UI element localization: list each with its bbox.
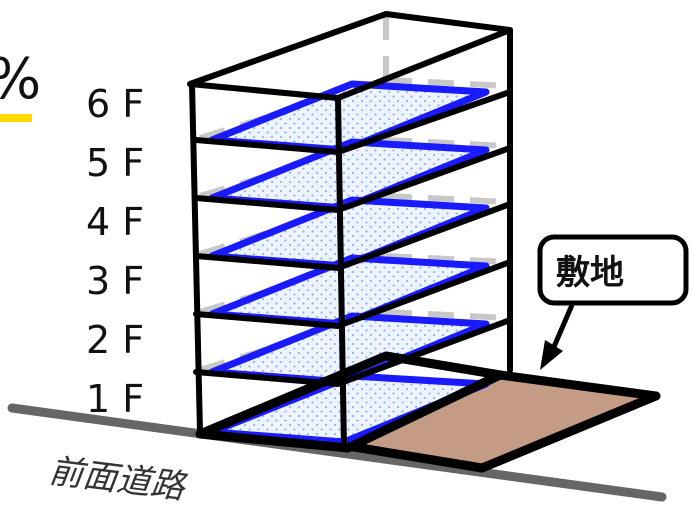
floor-labels: 6 F 5 F 4 F 3 F 2 F 1 F — [86, 82, 144, 421]
percent-text: % — [0, 47, 41, 112]
floor-label-6f: 6 F — [86, 82, 144, 126]
site-callout: 敷地 — [537, 234, 689, 370]
site-callout-box — [537, 234, 689, 306]
site-callout-text: 敷地 — [556, 253, 624, 293]
percent-fragment: % — [0, 47, 41, 122]
building-outline — [187, 11, 513, 451]
floor-label-5f: 5 F — [86, 141, 144, 185]
floor-label-1f: 1 F — [86, 377, 144, 421]
floor-label-3f: 3 F — [86, 259, 144, 303]
highlight-underline — [0, 114, 32, 122]
floor-label-2f: 2 F — [86, 318, 144, 362]
ground-footprint — [195, 351, 505, 453]
road-label: 前面道路 — [47, 451, 190, 508]
road-line — [7, 403, 667, 502]
floor-label-4f: 4 F — [86, 200, 144, 244]
site-callout-arrowhead — [540, 340, 563, 370]
